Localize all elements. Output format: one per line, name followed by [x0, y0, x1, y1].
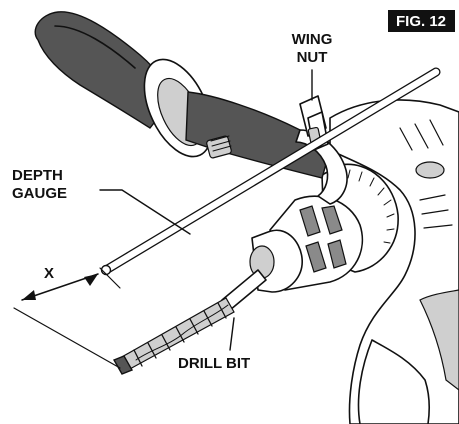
- x-dimension: [13, 267, 121, 369]
- wing-nut-label-line2: NUT: [297, 49, 328, 66]
- drill-bit: [112, 269, 267, 375]
- figure-badge: FIG. 12: [388, 10, 455, 32]
- x-dimension-label: X: [44, 265, 54, 282]
- wing-nut-label-line1: WING: [292, 31, 333, 48]
- drill-bit-label: DRILL BIT: [178, 355, 250, 372]
- wing-nut: [299, 95, 329, 151]
- depth-gauge-leader: [99, 189, 191, 235]
- drill-bit-leader: [229, 317, 235, 351]
- depth-gauge-label-line2: GAUGE: [12, 185, 67, 202]
- figure-badge-text: FIG. 12: [396, 13, 446, 30]
- depth-gauge-rod: [100, 67, 441, 276]
- depth-gauge-label-line1: DEPTH: [12, 167, 63, 184]
